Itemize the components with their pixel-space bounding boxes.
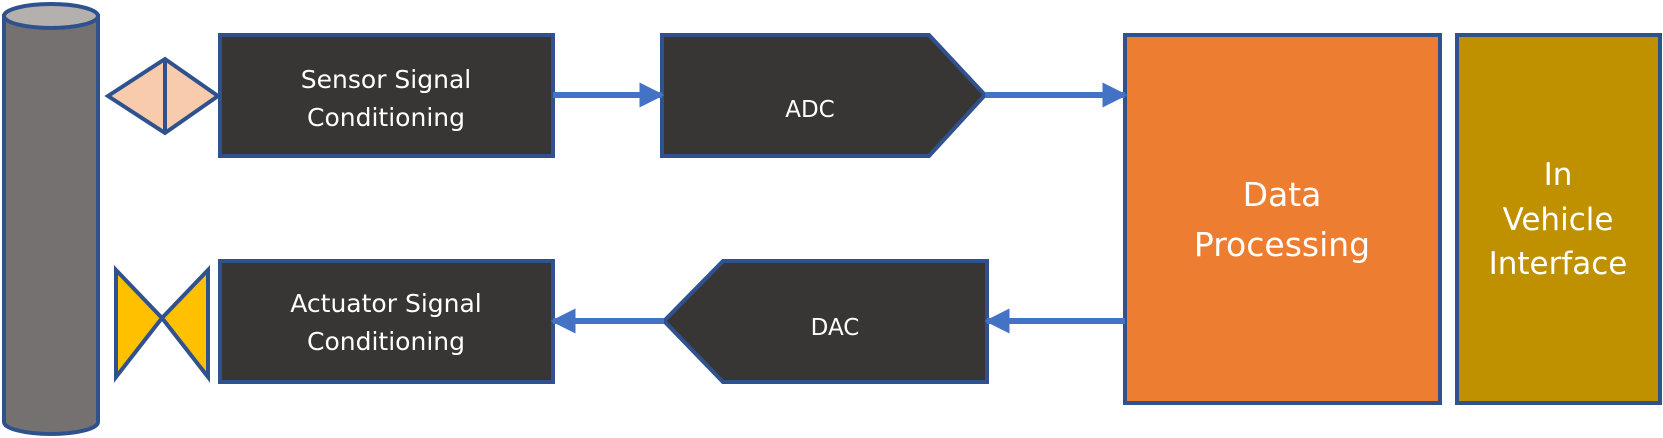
adc-block: ADC: [660, 33, 988, 158]
sensor-icon: [104, 56, 222, 136]
dac-block: DAC: [661, 259, 989, 384]
actuator-conditioning-label-line1: Actuator Signal: [290, 289, 482, 318]
in-vehicle-interface-label-line1: In: [1544, 157, 1573, 193]
dac-label: DAC: [811, 315, 860, 341]
data-processing-label-line2: Processing: [1194, 225, 1370, 264]
sensor-conditioning-label-line1: Sensor Signal: [301, 65, 471, 94]
actuator-conditioning-label-line2: Conditioning: [307, 327, 465, 356]
adc-label: ADC: [785, 97, 835, 123]
in-vehicle-interface-label-line3: Interface: [1489, 246, 1628, 282]
data-processing-label-line1: Data: [1243, 175, 1322, 214]
system-cylinder: [1, 2, 100, 436]
data-processing-block: Data Processing: [1123, 33, 1442, 405]
in-vehicle-interface-label-line2: Vehicle: [1503, 202, 1614, 238]
actuator-icon: [114, 265, 210, 383]
actuator-signal-conditioning-block: Actuator Signal Conditioning: [218, 259, 555, 384]
sensor-conditioning-label-line2: Conditioning: [307, 103, 465, 132]
in-vehicle-interface-block: In Vehicle Interface: [1455, 33, 1662, 405]
sensor-signal-conditioning-block: Sensor Signal Conditioning: [218, 33, 555, 158]
